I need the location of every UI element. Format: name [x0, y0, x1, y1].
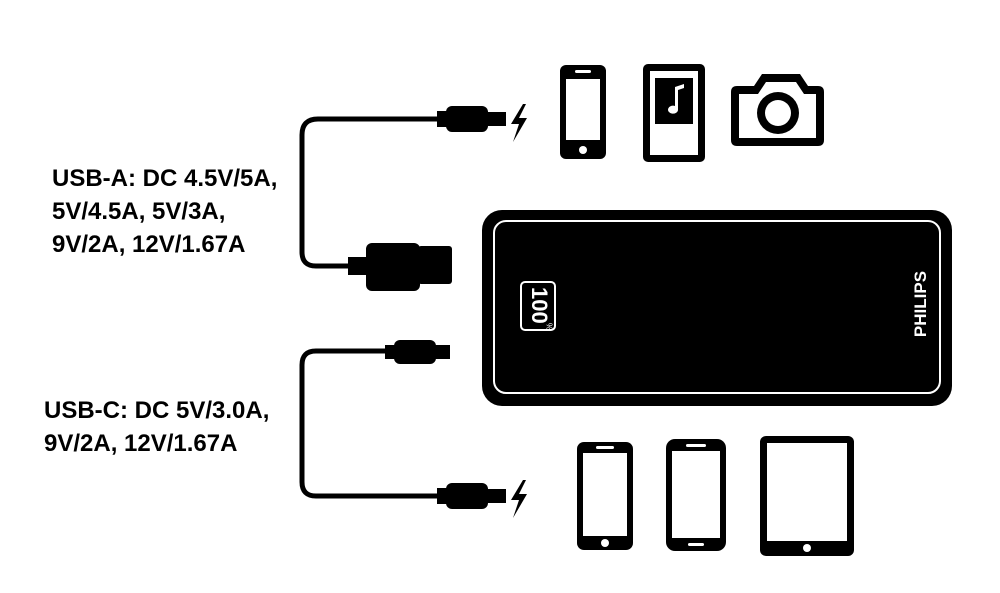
- smartphone-icon: [560, 65, 606, 159]
- smartphone-icon: [577, 442, 633, 550]
- usb-a-plug: [348, 243, 452, 291]
- lightning-icon: [511, 104, 527, 142]
- battery-percent: 100: [527, 287, 552, 324]
- usb-a-spec-line: 9V/2A, 12V/1.67A: [52, 231, 246, 258]
- usb-a-cable: [299, 116, 440, 269]
- smartphone-icon: [666, 439, 726, 551]
- music-player-icon: [643, 64, 705, 162]
- usb-c-plug-device: [437, 483, 506, 509]
- usb-a-spec-line: 5V/4.5A, 5V/3A,: [52, 198, 226, 225]
- usb-c-plug-top: [437, 106, 506, 132]
- usb-c-cable: [299, 348, 440, 499]
- battery-percent-unit: %: [544, 323, 553, 330]
- lightning-icon: [511, 480, 527, 518]
- usb-c-spec-label: USB-C: DC 5V/3.0A, 9V/2A, 12V/1.67A: [44, 394, 269, 460]
- tablet-icon: [760, 436, 854, 556]
- usb-a-spec-line: USB-A: DC 4.5V/5A,: [52, 165, 278, 192]
- usb-c-plug-powerbank: [385, 340, 450, 364]
- battery-display: 100 %: [520, 281, 556, 331]
- brand-logo: PHILIPS: [911, 271, 930, 337]
- usb-a-spec-label: USB-A: DC 4.5V/5A, 5V/4.5A, 5V/3A, 9V/2A…: [52, 162, 277, 261]
- power-bank: [482, 210, 952, 406]
- usb-c-spec-line: 9V/2A, 12V/1.67A: [44, 430, 238, 457]
- camera-icon: [731, 74, 824, 146]
- usb-c-spec-line: USB-C: DC 5V/3.0A,: [44, 397, 270, 424]
